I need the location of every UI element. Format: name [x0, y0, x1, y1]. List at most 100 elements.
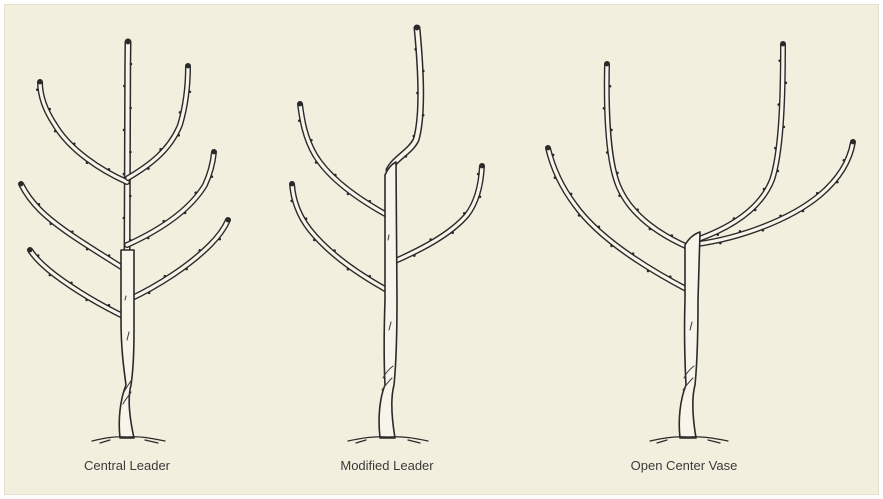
bud	[70, 281, 73, 284]
bud	[609, 85, 612, 88]
bud	[86, 248, 89, 251]
vase-left-inner-branch-outline	[607, 64, 690, 248]
terminal-bud	[546, 146, 551, 151]
central-leader-upper-left-branch	[40, 82, 127, 182]
terminal-bud	[290, 182, 295, 187]
bud	[413, 254, 416, 257]
bud	[669, 275, 672, 278]
central-leader-upper-left-branch-outline	[40, 82, 127, 182]
label-central-leader: Central Leader	[27, 458, 227, 473]
bud	[347, 193, 350, 196]
bud	[179, 111, 182, 114]
bud	[671, 234, 674, 237]
terminal-bud	[186, 64, 191, 69]
bud	[552, 154, 555, 157]
terminal-bud	[28, 248, 33, 253]
bud	[412, 135, 415, 138]
vase-left-outer-branch-fill	[548, 148, 688, 290]
bud	[716, 233, 719, 236]
central-leader-trunk	[119, 250, 134, 438]
tree-modified-leader	[290, 26, 485, 443]
bud	[477, 173, 480, 176]
bud	[777, 103, 780, 106]
bud	[636, 208, 639, 211]
bud	[148, 292, 151, 295]
bud	[405, 155, 408, 158]
bud	[333, 249, 336, 252]
terminal-bud	[605, 62, 610, 67]
modified-leader-mid-left-branch	[292, 184, 387, 290]
terminal-bud	[19, 182, 24, 187]
bud	[86, 161, 89, 164]
tree-central-leader	[19, 40, 231, 443]
bud	[305, 217, 308, 220]
vase-right-inner-branch	[696, 44, 783, 240]
bud	[108, 304, 111, 307]
central-leader-top-fill	[127, 42, 128, 262]
modified-leader-mid-left-branch-fill	[292, 184, 387, 290]
bud	[129, 239, 132, 242]
bud	[451, 231, 454, 234]
bud	[37, 254, 40, 257]
bud	[298, 119, 301, 122]
bud	[290, 200, 293, 203]
bud	[603, 107, 606, 110]
bud	[310, 139, 313, 142]
bud	[129, 195, 132, 198]
bud	[71, 230, 74, 233]
bud	[85, 299, 88, 302]
bud	[108, 168, 111, 171]
bud	[754, 209, 757, 212]
open-center-vase-branches	[546, 42, 856, 290]
terminal-bud	[851, 140, 856, 145]
bud	[123, 129, 126, 132]
bud	[416, 92, 419, 95]
modified-leader-trunk	[379, 162, 397, 438]
bud	[189, 90, 192, 93]
central-leader-low-right-branch-fill	[128, 220, 228, 300]
bud	[843, 159, 846, 162]
modified-leader-mid-left-branch-outline	[292, 184, 387, 290]
bud	[774, 147, 777, 150]
bud	[347, 268, 350, 271]
label-open-center-vase: Open Center Vase	[584, 458, 784, 473]
modified-leader-upper-left-branch-fill	[300, 104, 387, 215]
terminal-bud	[212, 150, 217, 155]
terminal-bud	[415, 26, 420, 31]
terminal-bud	[226, 218, 231, 223]
bud	[36, 88, 39, 91]
bud	[159, 148, 162, 151]
bud	[414, 48, 417, 51]
terminal-bud	[38, 80, 43, 85]
bud	[618, 194, 621, 197]
bud	[162, 220, 165, 223]
bud	[184, 212, 187, 215]
bud	[108, 254, 111, 257]
bud	[783, 126, 786, 129]
bud	[147, 237, 150, 240]
vase-right-inner-branch-fill	[696, 44, 783, 240]
bud	[598, 226, 601, 229]
bud	[777, 170, 780, 173]
central-leader-mid-right-branch	[127, 152, 214, 245]
bud	[422, 114, 425, 117]
central-leader-upper-right-branch-outline	[128, 66, 188, 178]
bud	[762, 229, 765, 232]
central-leader-low-right-branch-outline	[128, 220, 228, 300]
terminal-bud	[781, 42, 786, 47]
bud	[578, 214, 581, 217]
terminal-bud	[298, 102, 303, 107]
terminal-bud	[126, 40, 131, 45]
central-leader-mid-right-branch-fill	[127, 152, 214, 245]
bud	[429, 238, 432, 241]
bud	[49, 274, 52, 277]
bud	[123, 173, 126, 176]
bud	[48, 108, 51, 111]
label-modified-leader: Modified Leader	[287, 458, 487, 473]
bud	[632, 252, 635, 255]
bud	[129, 107, 132, 110]
bud	[315, 161, 318, 164]
bud	[194, 191, 197, 194]
bud	[185, 268, 188, 271]
bud	[802, 210, 805, 213]
